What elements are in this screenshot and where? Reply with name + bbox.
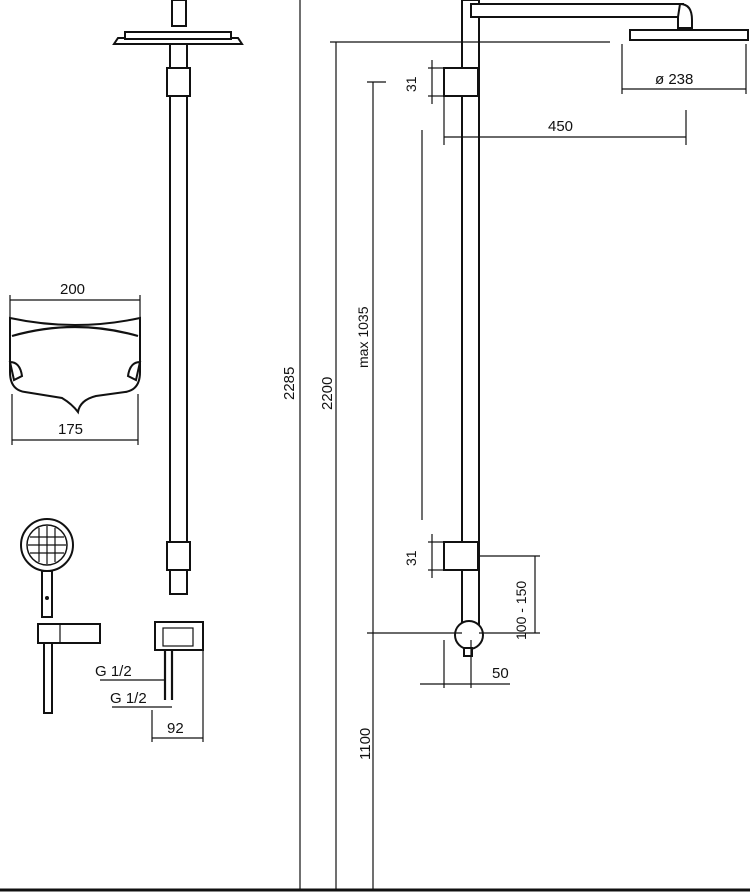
riser-pipe-front — [169, 43, 188, 595]
hand-shower — [20, 518, 101, 714]
overhead-shower-side — [629, 29, 749, 41]
side-view: ø 238 31 450 31 100 - 150 50 — [403, 0, 749, 688]
mixer-body-side — [454, 620, 484, 650]
mixer-body-top — [9, 316, 141, 415]
dimension-31-upper: 31 — [403, 76, 419, 92]
dimension-2200: 2200 — [319, 377, 336, 410]
hand-shower-holder — [37, 623, 101, 644]
dimension-50: 50 — [492, 665, 509, 682]
dimension-1100: 1100 — [357, 728, 374, 760]
dimension-2285: 2285 — [281, 367, 298, 400]
dimension-200: 200 — [60, 281, 85, 298]
dimension-92: 92 — [167, 720, 184, 737]
wall-bracket-upper — [443, 67, 479, 97]
thread-label-upper: G 1/2 — [95, 663, 132, 680]
mixer-top-view: 200 175 — [8, 281, 142, 445]
dimension-175: 175 — [58, 421, 83, 438]
shower-arm — [470, 3, 684, 18]
front-view: G 1/2 G 1/2 92 — [95, 0, 244, 742]
height-dimensions: 2285 2200 max 1035 1100 — [281, 0, 610, 890]
dimension-31-lower: 31 — [403, 550, 419, 566]
dimension-max-1035: max 1035 — [355, 306, 371, 368]
dimension-450: 450 — [548, 118, 573, 135]
thread-label-lower: G 1/2 — [110, 690, 147, 707]
dimension-diameter-238: ø 238 — [655, 71, 693, 88]
wall-bracket-lower — [443, 541, 479, 571]
dimension-100-150: 100 - 150 — [513, 581, 529, 640]
